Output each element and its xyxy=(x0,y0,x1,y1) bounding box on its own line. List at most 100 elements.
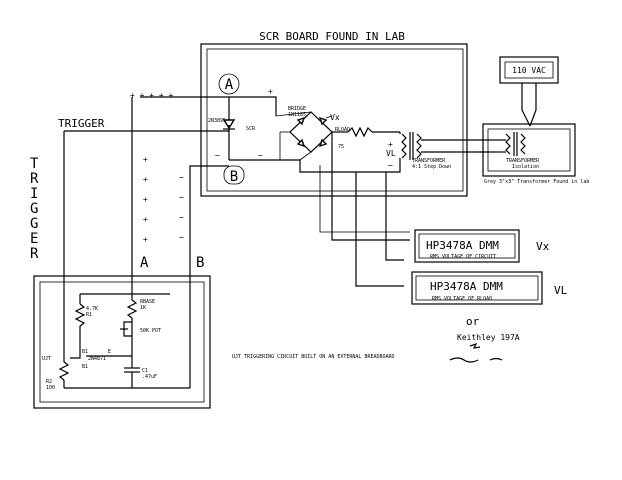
ujt-e-label: E xyxy=(108,349,111,355)
rload-label: RLOAD xyxy=(335,127,350,133)
iso-xfmr-caption: Grey 3"x3" Transformer Found in lab xyxy=(484,179,589,185)
isolation-xfmr-inner xyxy=(487,128,571,172)
plus-a-2: + xyxy=(143,175,148,184)
node-a2-label: A xyxy=(140,255,149,271)
scribble-mark-2 xyxy=(449,357,503,363)
ujt-symbol xyxy=(70,350,81,359)
ujt-b1-bottom: B1 xyxy=(82,364,88,370)
rbase-name: RBASE xyxy=(140,299,155,305)
minus-b-4: − xyxy=(179,233,184,242)
plus-a-right: + xyxy=(268,87,273,96)
ac-source-inner xyxy=(504,61,554,79)
node-b-box xyxy=(223,165,245,185)
scribble-mark-1 xyxy=(469,342,481,349)
r1-resistor xyxy=(74,303,86,327)
wire-b-vertical xyxy=(189,165,229,290)
minus-b-left: − xyxy=(215,151,220,160)
bridge-rectifier xyxy=(289,111,333,153)
minus-b-3: − xyxy=(179,213,184,222)
vl-plus: + xyxy=(388,140,393,149)
scr-name-label: SCR xyxy=(246,126,256,132)
trigger-v-6: E xyxy=(30,231,38,247)
bridge-diode-4 xyxy=(318,138,328,148)
meter-1-model: HP3478A DMM xyxy=(426,239,499,252)
meter-1-box xyxy=(414,229,520,263)
keithley-note: Keithley 197A xyxy=(457,333,520,342)
r1-value: 4.7K xyxy=(86,306,98,312)
ujt-part: 2N4871 xyxy=(88,356,106,362)
meter-1-inner xyxy=(418,233,516,259)
pot-body xyxy=(123,318,133,342)
bridge-diode-1 xyxy=(296,116,306,126)
ac-source-box xyxy=(499,56,559,84)
scr-board-title: SCR BOARD FOUND IN LAB xyxy=(259,30,405,43)
ujt-b1-top: B1 xyxy=(82,349,88,355)
or-note: or xyxy=(466,315,480,328)
vl-meter-wire-2 xyxy=(355,172,404,287)
scr-board-outer xyxy=(200,43,468,197)
trigger-wire xyxy=(64,125,230,132)
trigger-label-v: T R I G G E R xyxy=(30,156,39,262)
vx-meter-wire xyxy=(331,132,410,241)
breadboard-inner xyxy=(39,281,205,403)
rload-resistor xyxy=(347,126,373,138)
trigger-v-7: R xyxy=(30,246,39,262)
meter-2-tag: VL xyxy=(554,284,568,297)
board-xfmr-sub: 4:1 Step Down xyxy=(412,164,451,170)
scr-part-label: 2N3895 xyxy=(208,118,226,124)
meter-2-model: HP3478A DMM xyxy=(430,280,503,293)
minus-b-1: − xyxy=(179,173,184,182)
minus-b-right: − xyxy=(258,151,263,160)
bridge-name-label: BRIDGE xyxy=(288,106,306,112)
rbase-value: 1K xyxy=(140,305,146,311)
ac-source-label: 110 VAC xyxy=(512,66,546,75)
vx-arrow xyxy=(325,115,333,119)
meter-2-box xyxy=(411,271,543,305)
bridge-diode-2 xyxy=(318,116,328,126)
top-rail-wire xyxy=(140,96,277,116)
rload-value: 75 xyxy=(338,144,344,150)
breadboard-note: UJT TRIGGERING CIRCUIT BUILT ON AN EXTER… xyxy=(232,354,395,360)
meter-2-inner xyxy=(415,275,539,301)
bridge-bottom-wire xyxy=(299,151,312,161)
board-xfmr-secondary xyxy=(416,133,422,159)
iso-xfmr-label: TRANSFORMER xyxy=(506,158,540,164)
vx-meter-wire-2 xyxy=(319,165,410,233)
ujt-label: UJT xyxy=(42,356,51,362)
vx-node-label: Vx xyxy=(330,113,340,122)
node-b-label: B xyxy=(230,169,238,185)
plus-a-5: + xyxy=(143,235,148,244)
vl-meter-wire xyxy=(385,172,404,261)
c1-value: .47uF xyxy=(142,374,157,380)
vl-minus: − xyxy=(388,161,393,170)
r1-name: R1 xyxy=(86,312,92,318)
meter-2-desc: RMS VOLTAGE OF RLOAD xyxy=(432,296,492,302)
scr-symbol xyxy=(222,119,236,130)
load-return-wire xyxy=(299,158,401,173)
vl-node-label: VL xyxy=(386,149,396,158)
r2-resistor xyxy=(58,361,70,381)
iso-xfmr-primary xyxy=(505,133,511,155)
trigger-v-5: G xyxy=(30,216,38,232)
node-b2-label: B xyxy=(196,255,204,271)
plus-row-top: + + + + + xyxy=(130,91,174,100)
r2-value: 100 xyxy=(46,385,55,391)
plus-a-1: + xyxy=(143,155,148,164)
ac-wire-left xyxy=(521,83,531,127)
plus-a-3: + xyxy=(143,195,148,204)
trigger-label-h: TRIGGER xyxy=(58,117,105,130)
rbase-resistor xyxy=(126,299,138,319)
plus-a-4: + xyxy=(143,215,148,224)
breadboard-outer xyxy=(33,275,211,409)
bridge-diode-3 xyxy=(296,138,306,148)
meter-1-desc: RMS VOLTAGE OF CIRCUIT xyxy=(430,254,496,260)
trigger-v-2: R xyxy=(30,171,39,187)
pot-label: 50K POT xyxy=(140,328,161,334)
c1-name: C1 xyxy=(142,368,148,374)
board-xfmr-primary xyxy=(401,133,407,159)
node-a-circle xyxy=(218,73,240,95)
trigger-v-1: T xyxy=(30,156,39,172)
bridge-top-wire xyxy=(275,111,312,117)
